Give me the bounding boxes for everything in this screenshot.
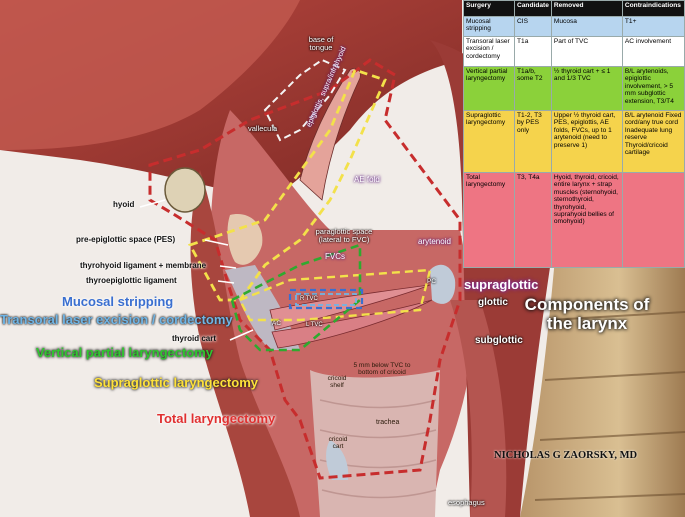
header-removed: Removed — [550, 0, 623, 17]
legend-total: Total laryngectomy — [157, 411, 276, 426]
label-vallecula: vallecula — [248, 124, 278, 133]
outline-transoral — [288, 288, 364, 310]
table-header-row: Surgery Candidate Removed Contraindicati… — [463, 0, 685, 17]
label-ae-fold: AE fold — [354, 175, 380, 184]
outline-supraglottic — [187, 68, 387, 302]
label-cricoid-shelf: cricoid shelf — [327, 375, 347, 389]
label-supraglottic: supraglottic — [464, 277, 539, 292]
cell-candidate: T1-2, T3 by PES only — [514, 110, 552, 173]
hyoid-bone — [164, 167, 206, 213]
cell-removed: Part of TVC — [550, 36, 623, 67]
label-paraglottic: paraglottic space (lateral to FVC) — [315, 227, 373, 244]
header-contraindications: Contraindications — [621, 0, 685, 17]
surgery-table: Surgery Candidate Removed Contraindicati… — [463, 0, 685, 268]
table-row: Mucosal stripping CIS Mucosa T1+ — [463, 16, 685, 37]
cell-candidate: T1a/b, some T2 — [514, 66, 552, 111]
cell-contra — [621, 172, 685, 268]
cell-surgery: Supraglottic laryngectomy — [463, 110, 515, 173]
outline-mucosal — [295, 293, 357, 306]
header-surgery: Surgery — [463, 0, 515, 17]
label-trachea: trachea — [376, 419, 400, 426]
label-components: Components of the larynx — [524, 295, 650, 333]
cricoid-cartilage — [326, 440, 349, 480]
cell-removed: Hyoid, thyroid, cricoid, entire larynx +… — [550, 172, 623, 268]
label-cricoid-cart: cricoid cart — [328, 436, 348, 450]
table-row: Total laryngectomy T3, T4a Hyoid, thyroi… — [463, 172, 685, 268]
cell-candidate: CIS — [514, 16, 552, 37]
label-hyoid: hyoid — [113, 200, 135, 209]
label-subglottic: subglottic — [475, 335, 523, 346]
cell-removed: Upper ½ thyroid cart, PES, epiglottis, A… — [550, 110, 623, 173]
cell-candidate: T3, T4a — [514, 172, 552, 268]
outline-tongue-base — [263, 58, 347, 142]
header-candidate: Candidate — [514, 0, 552, 17]
label-thyrohyoid: thyrohyoid ligament + membrane — [80, 261, 207, 270]
label-esophagus: esophagus — [448, 498, 485, 507]
cell-candidate: T1a — [514, 36, 552, 67]
label-pes: pre-epiglottic space (PES) — [76, 235, 176, 244]
trachea-lumen — [310, 370, 440, 517]
label-l-tvc: L TVC — [306, 322, 323, 328]
label-thyroepiglottic: thyroepiglottic ligament — [86, 276, 177, 285]
cell-surgery: Total laryngectomy — [463, 172, 515, 268]
label-author: NICHOLAS G ZAORSKY, MD — [494, 450, 638, 461]
outline-supraglottic-lower — [238, 268, 432, 322]
label-pc: PC — [427, 278, 437, 285]
table-row: Transoral laser excision / cordectomy T1… — [463, 36, 685, 67]
cell-contra: B/L arytenoids, epiglottic involvement, … — [621, 66, 685, 111]
cell-removed: Mucosa — [550, 16, 623, 37]
mandible-region — [0, 0, 300, 150]
cell-contra: AC involvement — [621, 36, 685, 67]
cell-contra: T1+ — [621, 16, 685, 37]
label-ac: AC — [272, 320, 282, 327]
legend-transoral: Transoral laser excision / cordectomy — [0, 312, 233, 327]
label-arytenoid: arytenoid — [418, 237, 451, 246]
label-base-of-tongue: base of tongue — [308, 35, 334, 52]
cell-surgery: Vertical partial laryngectomy — [463, 66, 515, 111]
label-r-tvc: R TVC — [300, 296, 318, 302]
table-row: Vertical partial laryngectomy T1a/b, som… — [463, 66, 685, 111]
cell-removed: ½ thyroid cart + ≤ 1 and 1/3 TVC — [550, 66, 623, 111]
cell-surgery: Transoral laser excision / cordectomy — [463, 36, 515, 67]
strap-muscles — [190, 170, 300, 517]
esophagus-tube — [450, 300, 507, 517]
table-row: Supraglottic laryngectomy T1-2, T3 by PE… — [463, 110, 685, 173]
arytenoid-cartilage — [430, 264, 456, 304]
outline-total-laryngectomy — [148, 58, 462, 480]
label-glottic: glottic — [478, 297, 508, 308]
legend-vertical: Vertical partial laryngectomy — [36, 345, 214, 360]
legend-mucosal: Mucosal stripping — [62, 294, 174, 309]
pes-space — [227, 214, 263, 265]
label-five-mm: 5 mm below TVC to bottom of cricoid — [353, 362, 411, 376]
label-thyroid-cart: thyroid cart — [172, 334, 217, 343]
legend-supraglottic: Supraglottic laryngectomy — [94, 375, 258, 390]
cell-contra: B/L arytenoid Fixed cord/any true cord I… — [621, 110, 685, 173]
label-fvcs: FVCs — [325, 252, 345, 261]
cervical-spine — [520, 200, 685, 517]
cell-surgery: Mucosal stripping — [463, 16, 515, 37]
